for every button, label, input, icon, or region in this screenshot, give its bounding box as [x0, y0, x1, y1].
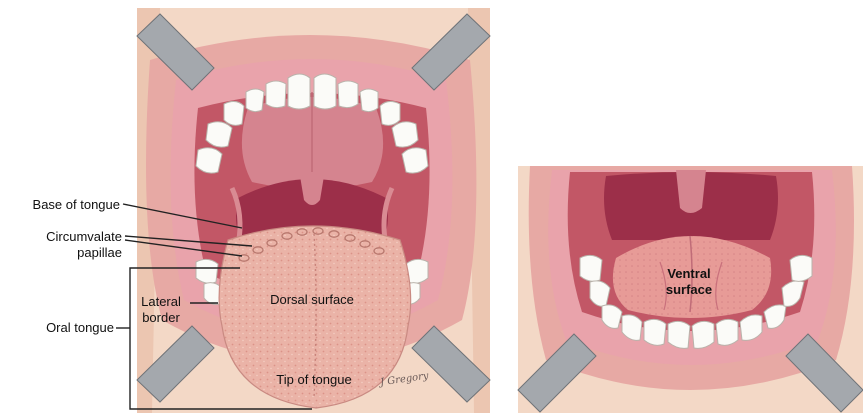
- label-dorsal-surface: Dorsal surface: [252, 292, 372, 307]
- label-base-of-tongue: Base of tongue: [8, 197, 120, 212]
- left-panel: [137, 8, 490, 413]
- label-lateral-border-line2: border: [134, 310, 188, 325]
- label-circumvallate-line2: papillae: [8, 245, 122, 260]
- label-circumvallate-line1: Circumvalate: [8, 229, 122, 244]
- label-ventral-surface-line1: Ventral: [634, 266, 744, 281]
- label-tip-of-tongue: Tip of tongue: [254, 372, 374, 387]
- label-ventral-surface-line2: surface: [634, 282, 744, 297]
- label-oral-tongue: Oral tongue: [4, 320, 114, 335]
- label-lateral-border-line1: Lateral: [134, 294, 188, 309]
